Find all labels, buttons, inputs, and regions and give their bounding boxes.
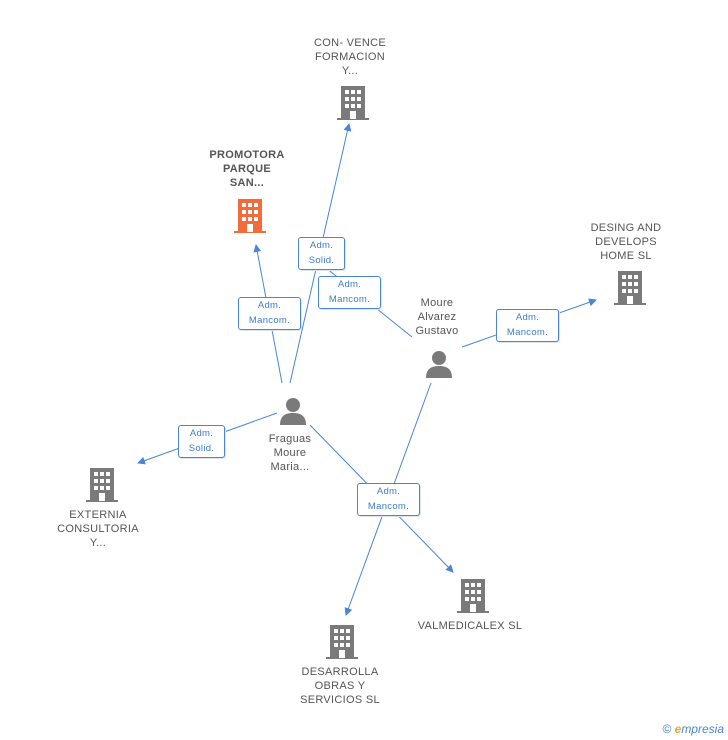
building-icon[interactable] [614,271,646,305]
role-line-1: Adm. [189,428,214,439]
brand-initial: e [674,722,682,736]
company-label-desarrolla[interactable]: DESARROLLA OBRAS Y SERVICIOS SL [300,666,380,706]
company-label-valmedicalex[interactable]: VALMEDICALEX SL [417,620,523,632]
role-box-adm-solid[interactable]: Adm. Solid. [298,237,345,270]
company-label-convence[interactable]: CON- VENCE FORMACION Y... [313,37,387,77]
role-line-2: Mancom. [367,501,410,512]
role-line-2: Mancom. [506,327,549,338]
role-box-adm-mancom[interactable]: Adm. Mancom. [496,309,559,342]
company-label-promotora[interactable]: PROMOTORA PARQUE SAN... [209,149,285,189]
role-line-2: Mancom. [248,315,291,326]
role-box-adm-mancom[interactable]: Adm. Mancom. [318,276,381,309]
building-icon-main[interactable] [234,199,266,233]
role-line-2: Solid. [188,443,215,454]
person-icon[interactable] [279,397,307,425]
role-line-1: Adm. [515,312,540,323]
role-line-1: Adm. [309,240,334,251]
building-icon[interactable] [457,579,489,613]
person-label-moure[interactable]: Moure Alvarez Gustavo [415,297,459,337]
company-label-externia[interactable]: EXTERNIA CONSULTORIA Y... [57,509,139,549]
role-box-adm-mancom[interactable]: Adm. Mancom. [357,483,420,516]
person-label-fraguas[interactable]: Fraguas Moure Maria... [268,433,312,473]
footer-brand: © empresia [662,722,724,736]
role-line-2: Solid. [308,255,335,266]
role-line-2: Mancom. [328,294,371,305]
building-icon[interactable] [337,86,369,120]
company-label-desing[interactable]: DESING AND DEVELOPS HOME SL [590,222,662,262]
building-icon[interactable] [326,625,358,659]
role-line-1: Adm. [257,300,282,311]
person-icon[interactable] [425,350,453,378]
brand-name: mpresia [681,722,724,736]
copyright-symbol: © [662,722,672,736]
building-icon[interactable] [86,468,118,502]
role-box-adm-mancom[interactable]: Adm. Mancom. [238,297,301,330]
role-box-adm-solid[interactable]: Adm. Solid. [178,425,225,458]
role-line-1: Adm. [337,279,362,290]
role-line-1: Adm. [376,486,401,497]
